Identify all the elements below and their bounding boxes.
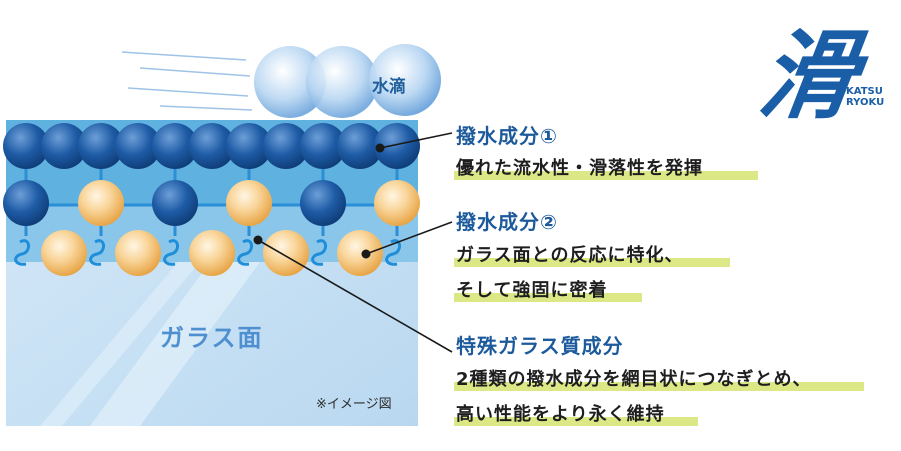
repellent-2-sphere (337, 230, 383, 276)
water-drop (306, 46, 378, 118)
repellent-1-sphere (41, 123, 87, 169)
illustration-note: ※イメージ図 (316, 397, 392, 412)
repellent-2-sphere (189, 230, 235, 276)
water-drops (254, 44, 441, 118)
water-drop (369, 44, 441, 116)
repellent-1-sphere (226, 123, 272, 169)
middle-row (3, 180, 420, 226)
callout-1-line-1: 優れた流水性・滑落性を発揮 (456, 158, 703, 179)
callout-3-title: 特殊ガラス質成分 (456, 334, 624, 358)
repellent-1-sphere (78, 123, 124, 169)
callout-3-highlight-2 (454, 417, 698, 426)
callout-3-highlight-1 (454, 382, 864, 391)
repellent-1-sphere (115, 123, 161, 169)
leader-lines (257, 132, 453, 353)
repellent-1-sphere (263, 123, 309, 169)
callout-2-title: 撥水成分② (456, 210, 558, 234)
repellent-1-sphere (337, 123, 383, 169)
glass-surface-label: ガラス面 (160, 324, 264, 352)
leader-line-3 (257, 239, 453, 353)
repellent-1-sphere (152, 180, 198, 226)
leader-dots (253, 143, 385, 259)
logo-latin-text: KATSU RYOKU (846, 86, 886, 108)
glass-reflection (40, 262, 200, 426)
logo-latin-top: KATSU (846, 86, 883, 97)
callout-2-line-1: ガラス面との反応に特化、 (456, 245, 684, 266)
callout-1-title: 撥水成分① (456, 124, 558, 148)
repellent-2-row (41, 230, 383, 276)
callout-3-line-1: 2種類の撥水成分を網目状につなぎとめ、 (456, 369, 812, 390)
repellent-2-sphere (78, 180, 124, 226)
repellent-1-sphere (152, 123, 198, 169)
leader-line-2 (365, 221, 453, 255)
repellent-1-sphere (189, 123, 235, 169)
water-drop (254, 46, 326, 118)
repellent-2-sphere (374, 180, 420, 226)
repellent-1-row (3, 123, 420, 169)
leader-line-1 (379, 132, 453, 149)
katsuryoku-logo: 滑 (752, 19, 865, 132)
callout-2-highlight-1 (454, 258, 730, 267)
repellent-1-sphere (3, 180, 49, 226)
repellent-1-sphere (3, 123, 49, 169)
callout-2-line-2: そして強固に密着 (456, 280, 608, 301)
logo-latin-bottom: RYOKU (846, 97, 885, 108)
callout-2-highlight-2 (454, 293, 642, 302)
repellent-2-sphere (115, 230, 161, 276)
water-drop-label: 水滴 (372, 77, 406, 97)
repellent-2-sphere (226, 180, 272, 226)
repellent-2-sphere (41, 230, 87, 276)
repellent-1-sphere (374, 123, 420, 169)
motion-lines (121, 51, 253, 111)
repellent-1-sphere (300, 180, 346, 226)
repellent-2-sphere (263, 230, 309, 276)
repellent-1-sphere (300, 123, 346, 169)
glass-reflection (90, 262, 260, 426)
callout-1-highlight (454, 171, 758, 180)
callout-3-line-2: 高い性能をより永く維持 (456, 404, 665, 425)
